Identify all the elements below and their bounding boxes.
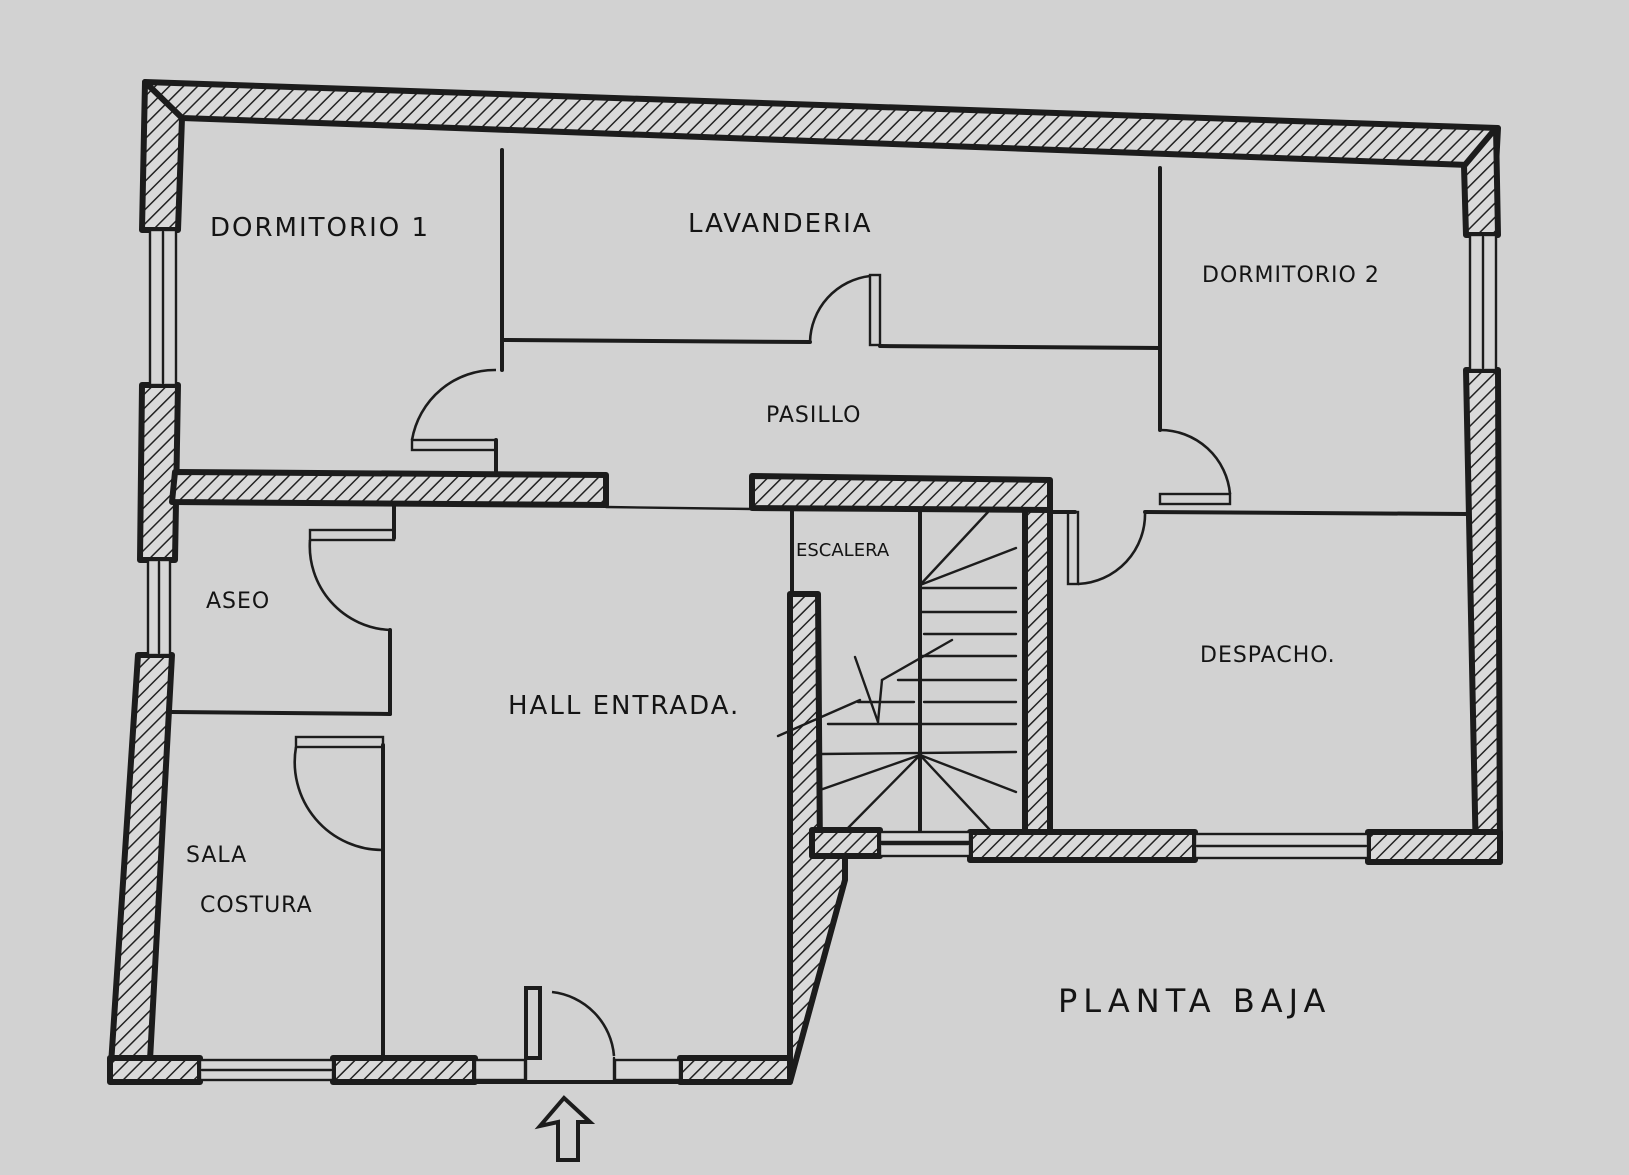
label-escalera: ESCALERA	[796, 540, 890, 561]
wall-bottom-left-2	[330, 1055, 478, 1085]
staircase	[776, 508, 1018, 844]
wall-bottom-left-1	[107, 1055, 203, 1085]
wall-left-upper	[139, 79, 185, 233]
door-dormitorio-1	[410, 368, 498, 452]
wall-bottom-right-1	[677, 1055, 793, 1085]
windows	[146, 228, 1498, 1082]
wall-despacho-bottom-1	[967, 829, 1198, 863]
label-sala-costura-line1: SALA	[186, 843, 247, 868]
door-dormitorio-2	[1158, 428, 1232, 506]
door-lavanderia	[808, 273, 882, 347]
label-despacho: DESPACHO.	[1200, 643, 1336, 668]
up-arrow-icon	[534, 1095, 596, 1162]
label-lavanderia: LAVANDERIA	[688, 209, 873, 239]
door-aseo	[308, 528, 396, 632]
wall-interior-stair-top	[749, 473, 1053, 513]
door-sala-costura	[293, 735, 385, 852]
wall-stair-right	[1022, 489, 1053, 837]
label-dormitorio-2: DORMITORIO 2	[1202, 263, 1380, 288]
window-entrance-left	[473, 1058, 527, 1082]
wall-right-upper	[1461, 125, 1501, 238]
wall-despacho-bottom-2	[1365, 829, 1503, 865]
window-entrance-right	[613, 1058, 682, 1082]
plan-title: PLANTA BAJA	[1058, 982, 1331, 1020]
door-despacho	[1066, 510, 1147, 586]
wall-interior-left	[169, 469, 609, 508]
partitions	[170, 148, 1470, 1060]
label-pasillo: PASILLO	[766, 403, 861, 428]
label-hall-entrada: HALL ENTRADA.	[508, 691, 740, 721]
room-labels: DORMITORIO 1 LAVANDERIA DORMITORIO 2 PAS…	[186, 209, 1380, 918]
door-entrance	[473, 986, 682, 1084]
label-dormitorio-1: DORMITORIO 1	[210, 213, 430, 243]
wall-stair-bottom	[809, 827, 883, 859]
doors	[293, 273, 1232, 1084]
exterior-walls	[107, 79, 1503, 1085]
label-sala-costura-line2: COSTURA	[200, 893, 313, 918]
label-aseo: ASEO	[206, 589, 270, 614]
